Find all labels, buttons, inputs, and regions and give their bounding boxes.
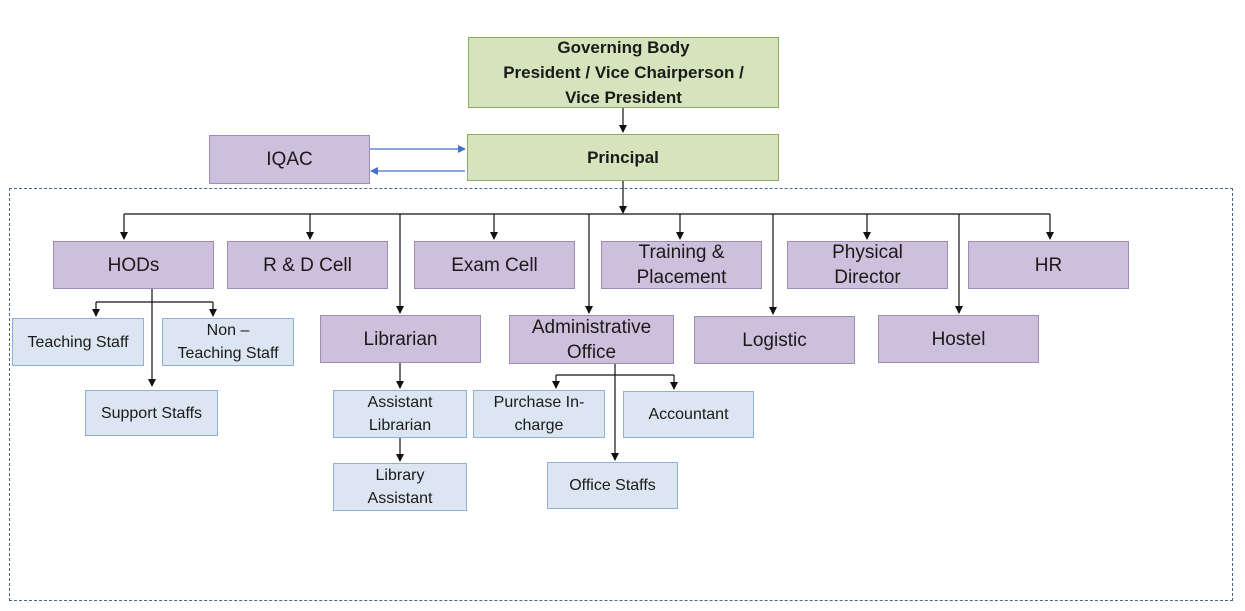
teaching-staff-box: Teaching Staff: [12, 318, 144, 366]
library-assistant-line1: Library: [375, 467, 425, 484]
library-assistant-box: Library Assistant: [333, 463, 467, 511]
support-staffs-label: Support Staffs: [100, 404, 203, 422]
office-staffs-label: Office Staffs: [569, 477, 656, 494]
training-placement-line1: Training &: [638, 242, 725, 263]
assistant-librarian-box: Assistant Librarian: [333, 390, 467, 438]
physical-director-line2: Director: [834, 267, 901, 288]
non-teaching-staff-line1: Non –: [206, 322, 250, 339]
librarian-label: Librarian: [363, 328, 438, 350]
administrative-office-line2: Office: [566, 341, 617, 363]
library-assistant-line2: Assistant: [367, 490, 433, 507]
non-teaching-staff-line2: Teaching Staff: [177, 345, 279, 362]
governing-body-line3: Vice President: [565, 88, 682, 107]
administrative-office-line1: Administrative: [531, 316, 652, 338]
rd-cell-label: R & D Cell: [263, 254, 352, 276]
logistic-label: Logistic: [742, 329, 807, 351]
purchase-incharge-line1: Purchase In-: [493, 394, 585, 411]
governing-body-box: Governing Body President / Vice Chairper…: [468, 37, 779, 108]
hostel-box: Hostel: [878, 315, 1039, 363]
governing-body-line2: President / Vice Chairperson /: [503, 63, 744, 82]
rd-cell-box: R & D Cell: [227, 241, 388, 289]
principal-label: Principal: [587, 148, 659, 167]
assistant-librarian-line1: Assistant: [367, 394, 433, 411]
office-staffs-box: Office Staffs: [547, 462, 678, 509]
staff-area-frame: [9, 188, 1233, 601]
non-teaching-staff-box: Non – Teaching Staff: [162, 318, 294, 366]
iqac-box: IQAC: [209, 135, 370, 184]
teaching-staff-label: Teaching Staff: [27, 333, 129, 351]
hostel-label: Hostel: [931, 328, 986, 350]
accountant-box: Accountant: [623, 391, 754, 438]
physical-director-line1: Physical: [832, 242, 903, 263]
hods-label: HODs: [107, 254, 160, 276]
physical-director-box: Physical Director: [787, 241, 948, 289]
principal-box: Principal: [467, 134, 779, 181]
accountant-label: Accountant: [648, 406, 729, 423]
governing-body-line1: Governing Body: [557, 38, 690, 57]
support-staffs-box: Support Staffs: [85, 390, 218, 436]
librarian-box: Librarian: [320, 315, 481, 363]
training-placement-box: Training & Placement: [601, 241, 762, 289]
hods-box: HODs: [53, 241, 214, 289]
purchase-incharge-line2: charge: [514, 417, 564, 434]
assistant-librarian-line2: Librarian: [368, 417, 432, 434]
hr-box: HR: [968, 241, 1129, 289]
exam-cell-label: Exam Cell: [451, 254, 538, 276]
training-placement-line2: Placement: [636, 267, 727, 288]
logistic-box: Logistic: [694, 316, 855, 364]
administrative-office-box: Administrative Office: [509, 315, 674, 364]
hr-label: HR: [1034, 254, 1063, 276]
purchase-incharge-box: Purchase In- charge: [473, 390, 605, 438]
exam-cell-box: Exam Cell: [414, 241, 575, 289]
iqac-label: IQAC: [266, 149, 313, 170]
